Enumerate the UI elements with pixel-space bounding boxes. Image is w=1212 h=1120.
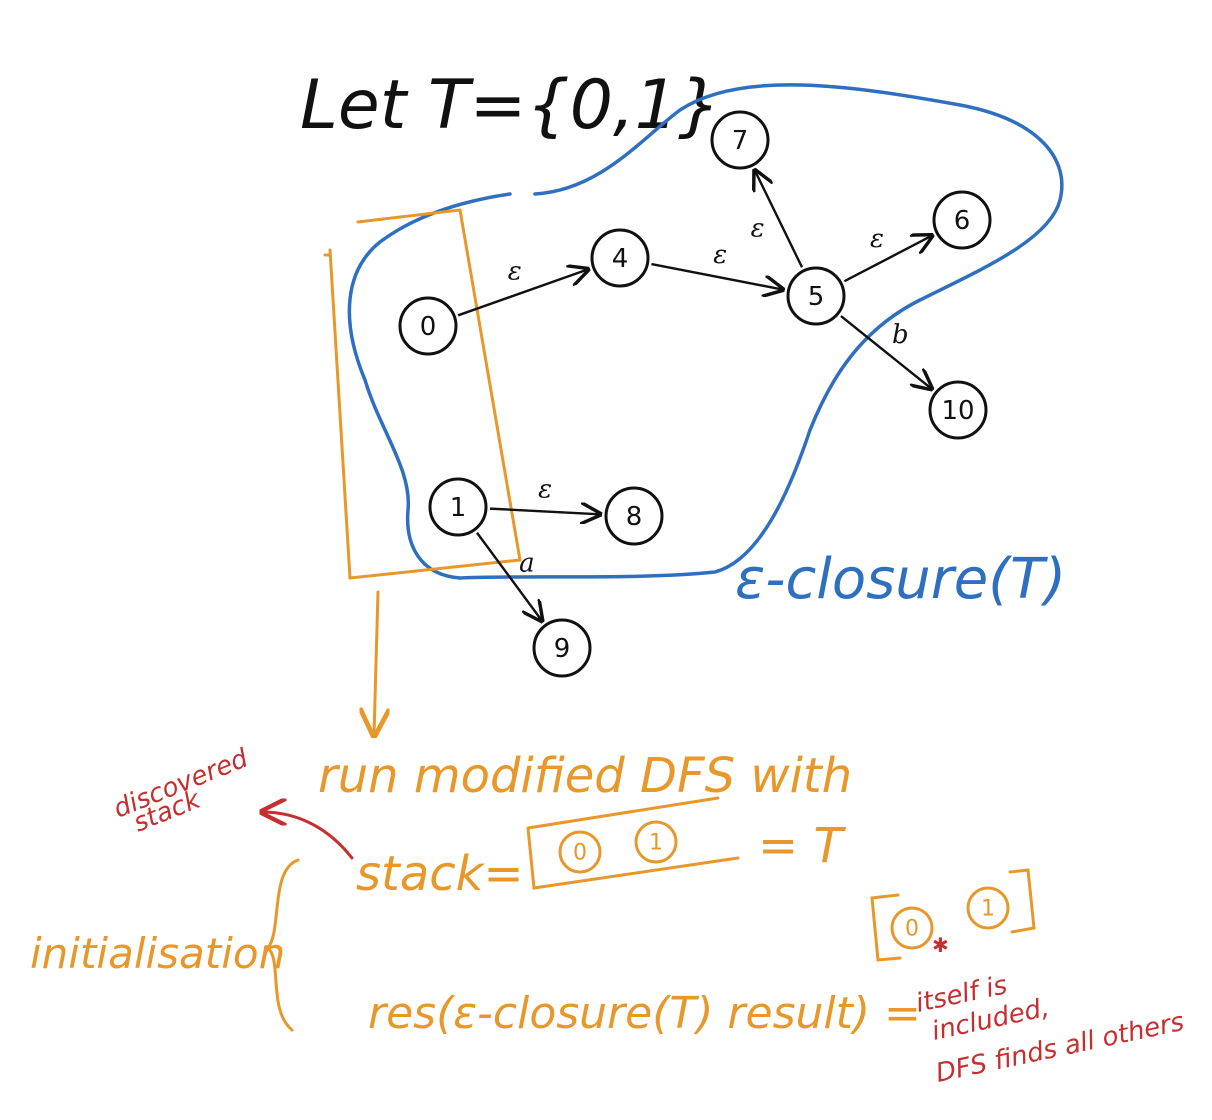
itself-note-marker: ✱ [932,933,949,957]
epsilon-closure-region [347,83,1064,580]
state-node-9: 9 [532,618,592,678]
state-label-8: 8 [626,502,643,532]
run-dfs-note: run modified DFS with [318,748,852,804]
res-item-label-1: 1 [981,897,995,922]
edge-5-to-10 [840,315,932,389]
state-label-0: 0 [420,312,437,342]
state-label-7: 7 [732,126,749,156]
state-circle-4 [590,228,650,288]
initialisation-brace [265,858,300,1032]
edge-5-to-6 [843,236,931,283]
state-label-6: 6 [954,206,971,236]
stack-item-label-1: 1 [649,831,663,856]
discovered-arrow [262,812,354,860]
edge-label-0-to-4: ε [508,257,522,287]
state-circle-6 [932,190,992,250]
state-node-10: 10 [928,380,988,440]
res-item-label-0: 0 [905,917,919,942]
stack-prefix: stack= [356,846,524,902]
stack-item-circle-1 [634,820,678,864]
res-item-circle-0 [890,906,934,950]
edge-4-to-5 [651,262,782,289]
diagram-heading: Let T={0,1} [300,66,721,145]
state-node-4: 4 [590,228,650,288]
state-label-10: 10 [941,396,974,426]
state-circle-9 [532,618,592,678]
closure-label: ε-closure(T) [735,547,1066,612]
state-circle-7 [710,110,770,170]
res-items: 01 [890,886,1010,950]
stack-box [526,796,740,890]
stack-item-label-0: 0 [573,841,587,866]
res-text: res(ε-closure(T) result) = [368,988,921,1039]
state-node-8: 8 [604,486,664,546]
state-label-4: 4 [612,244,629,274]
res-bracket-left [870,893,902,962]
stack-suffix: = T [758,818,846,874]
state-circle-10 [928,380,988,440]
edge-0-to-4 [457,269,588,317]
state-node-7: 7 [710,110,770,170]
state-node-5: 5 [786,266,846,326]
edge-label-5-to-7: ε [751,214,765,244]
edge-label-5-to-6: ε [870,224,884,254]
state-circle-0 [398,296,458,356]
state-circle-8 [604,486,664,546]
state-node-6: 6 [932,190,992,250]
state-label-9: 9 [554,634,571,664]
edge-1-to-8 [489,509,600,515]
state-circle-1 [428,477,488,537]
state-label-5: 5 [808,282,825,312]
res-item-circle-1 [966,886,1010,930]
nodes-layer: 0 1 4 5 6 7 8 9 10 [398,110,992,678]
edge-label-4-to-5: ε [713,240,727,270]
res-bracket-right [1008,868,1036,934]
initial-set-box [328,208,522,580]
edge-1-to-9 [476,532,542,621]
state-node-1: 1 [428,477,488,537]
orange-down-arrow [374,590,378,735]
state-label-1: 1 [450,493,467,523]
edge-label-1-to-9: a [519,549,535,579]
stack-item-circle-0 [558,830,602,874]
edge-5-to-7 [755,171,804,268]
state-node-0: 0 [398,296,458,356]
edge-label-5-to-10: b [892,320,909,350]
initialisation-label: initialisation [30,929,285,978]
state-circle-5 [786,266,846,326]
edge-label-1-to-8: ε [538,474,552,504]
